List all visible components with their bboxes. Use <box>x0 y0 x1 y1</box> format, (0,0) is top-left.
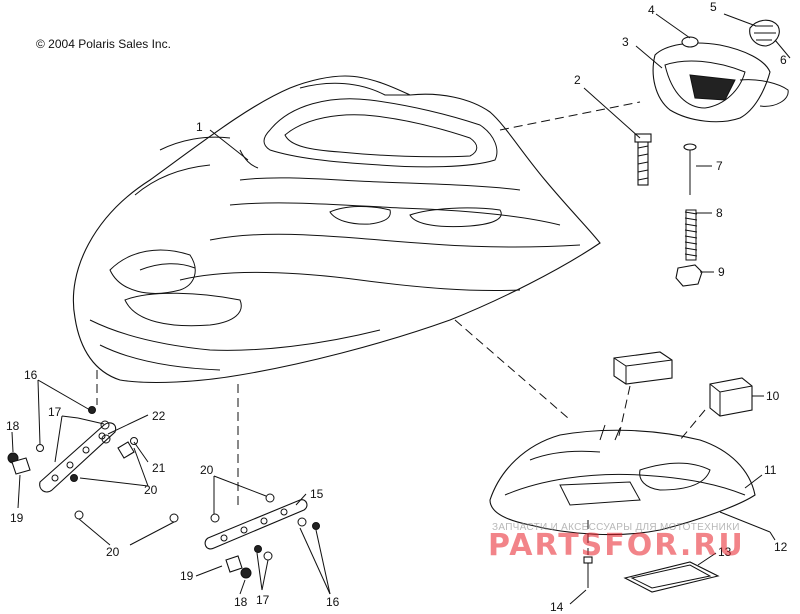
callout-1: 1 <box>196 120 203 134</box>
callout-4: 4 <box>648 3 655 17</box>
callout-21: 21 <box>152 461 166 475</box>
callout-16-right: 16 <box>326 595 340 609</box>
callout-labels: 1 2 3 4 5 6 7 8 9 10 11 12 13 14 15 16 1… <box>6 0 788 614</box>
callout-8: 8 <box>716 206 723 220</box>
callout-19-right: 19 <box>180 569 194 583</box>
callout-17-left: 17 <box>48 405 62 419</box>
callout-20-bottom: 20 <box>106 545 120 559</box>
callout-3: 3 <box>622 35 629 49</box>
callout-13: 13 <box>718 545 732 559</box>
callout-5: 5 <box>710 0 717 14</box>
leader-lines <box>11 13 791 605</box>
assembly-dash-lines <box>96 101 706 555</box>
callout-16-left: 16 <box>24 368 38 382</box>
callout-18-right: 18 <box>234 595 248 609</box>
watermark-tagline: ЗАПЧАСТИ И АКСЕССУАРЫ ДЛЯ МОТОТЕХНИКИ <box>492 522 740 533</box>
callout-10: 10 <box>766 389 780 403</box>
headlight-assembly <box>634 19 789 287</box>
callout-18-left: 18 <box>6 419 20 433</box>
callout-19-left: 19 <box>10 511 24 525</box>
callout-20-left: 20 <box>144 483 158 497</box>
right-hinge-bracket <box>169 493 320 579</box>
callout-15: 15 <box>310 487 324 501</box>
callout-12: 12 <box>774 540 788 554</box>
callout-11: 11 <box>764 463 777 477</box>
callout-7: 7 <box>716 159 723 173</box>
watermark-logo: PARTSFOR.RU <box>488 528 745 563</box>
callout-2: 2 <box>574 73 581 87</box>
hood-assembly <box>72 75 601 384</box>
callout-14: 14 <box>550 600 564 614</box>
callout-6: 6 <box>780 53 787 67</box>
callout-20-right: 20 <box>200 463 214 477</box>
callout-9: 9 <box>718 265 725 279</box>
callout-22: 22 <box>152 409 166 423</box>
copyright-notice: © 2004 Polaris Sales Inc. <box>36 37 171 51</box>
hood-liner-assembly <box>489 351 756 593</box>
left-hinge-bracket <box>7 406 138 520</box>
callout-17-right: 17 <box>256 593 270 607</box>
